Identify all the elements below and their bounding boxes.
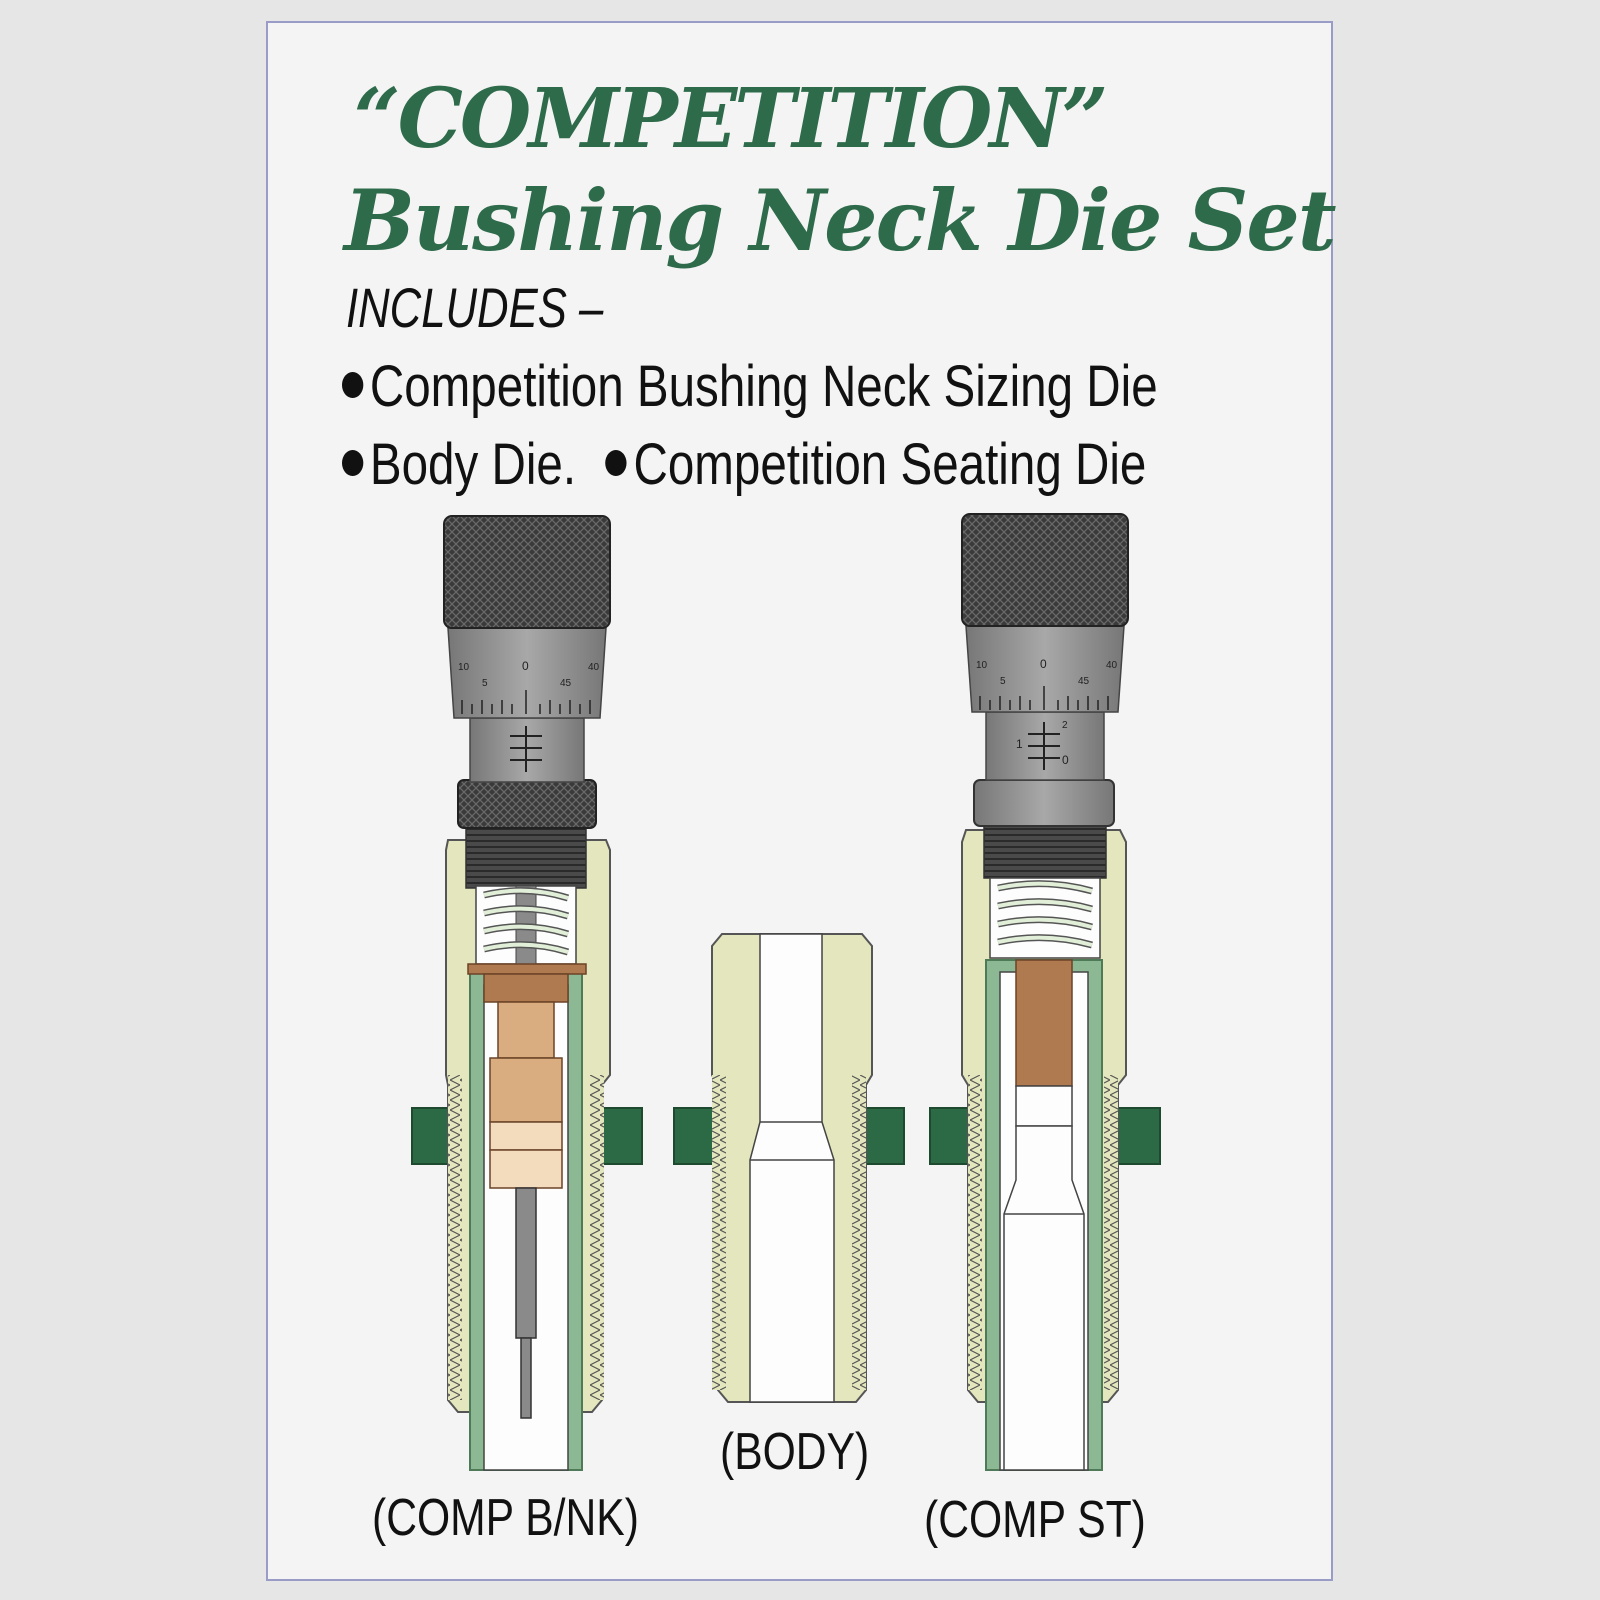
die-threads-right xyxy=(1104,1075,1118,1390)
bullet-icon xyxy=(342,371,364,398)
bushing xyxy=(483,973,569,1003)
die-threads-right xyxy=(852,1075,866,1390)
mic-mark: 45 xyxy=(560,678,572,689)
item-body-die: Body Die. xyxy=(369,432,577,497)
mic-mark: 0 xyxy=(522,659,529,673)
label-comp-bnk: (COMP B/NK) xyxy=(372,1489,639,1547)
label-body: (BODY) xyxy=(720,1423,870,1481)
die-threads-left xyxy=(712,1075,726,1390)
mic-mark: 0 xyxy=(1040,657,1047,671)
sleeve-mark: 0 xyxy=(1062,753,1069,767)
die-chamber xyxy=(749,933,835,1403)
bullet-icon xyxy=(342,449,364,476)
seating-stem xyxy=(1015,959,1073,1087)
mic-mark: 10 xyxy=(976,660,988,671)
item-competition-seating-die: Competition Seating Die xyxy=(633,432,1147,497)
mic-mark: 40 xyxy=(588,662,600,673)
die-threads-right xyxy=(590,1075,604,1400)
lock-nut xyxy=(457,779,597,829)
mic-mark: 10 xyxy=(458,662,470,673)
title-competition: “COMPETITION” xyxy=(353,71,1108,167)
decapping-rod xyxy=(515,1187,537,1339)
comp-bnk-die xyxy=(411,515,643,1471)
mic-mark: 40 xyxy=(1106,660,1118,671)
mic-mark: 45 xyxy=(1078,676,1090,687)
micrometer-threads xyxy=(983,825,1107,879)
includes-line-1: Competition Bushing Neck Sizing Die xyxy=(342,353,1158,420)
die-threads-left xyxy=(448,1075,462,1400)
micrometer-knob xyxy=(961,513,1129,627)
sleeve-mark: 2 xyxy=(1062,720,1068,731)
comp-st-die xyxy=(929,513,1161,1471)
item-bushing-neck-sizing-die: Competition Bushing Neck Sizing Die xyxy=(369,354,1158,419)
seating-collar xyxy=(973,779,1115,827)
decapping-pin xyxy=(520,1337,532,1419)
micrometer-knob xyxy=(443,515,611,629)
title-bushing-neck-die-set: Bushing Neck Die Set xyxy=(344,171,1337,270)
mic-mark: 5 xyxy=(482,678,488,689)
sleeve-mark: 1 xyxy=(1016,737,1023,751)
label-comp-st: (COMP ST) xyxy=(924,1491,1146,1549)
body-die xyxy=(673,933,905,1403)
includes-label: INCLUDES – xyxy=(346,276,604,339)
bullet-icon xyxy=(605,449,627,476)
mic-mark: 5 xyxy=(1000,676,1006,687)
includes-line-2: Body Die. Competition Seating Die xyxy=(342,431,1146,498)
die-threads-left xyxy=(968,1075,982,1390)
micrometer-threads xyxy=(465,827,587,889)
